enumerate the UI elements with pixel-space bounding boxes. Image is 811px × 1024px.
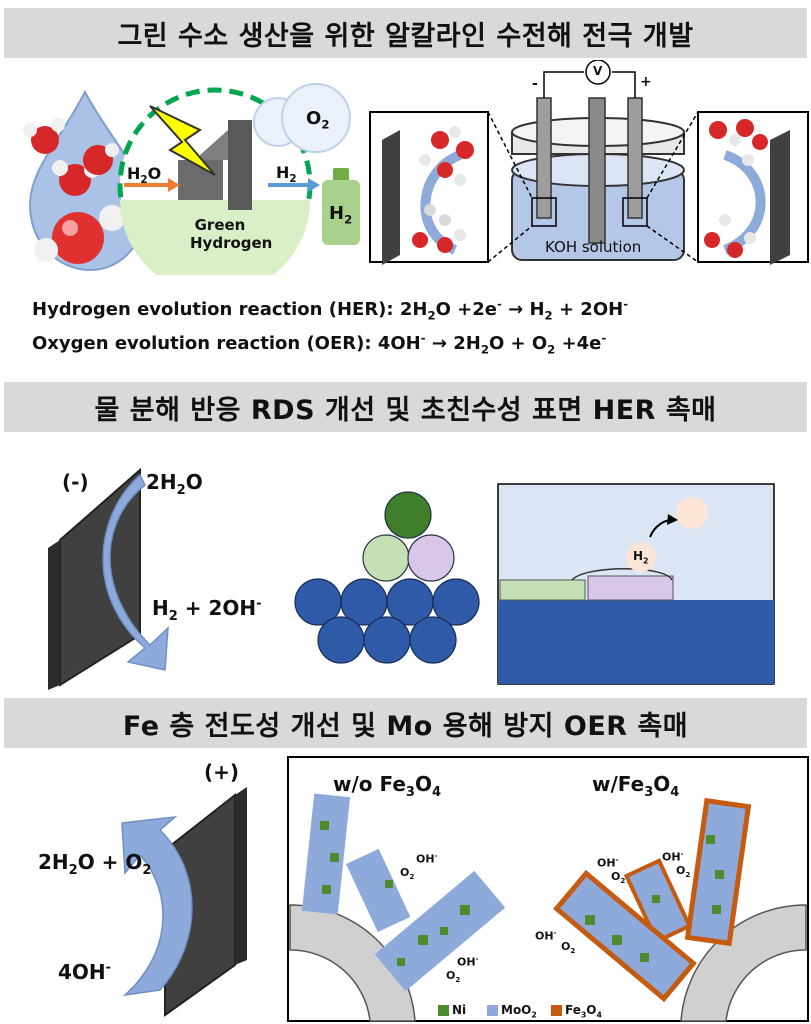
voltmeter-label: V [593,64,603,78]
uncoated-rods [301,793,506,992]
plus-terminal: + [640,74,652,90]
legend-ni-label: Ni [452,1003,467,1017]
section1-title: 그린 수소 생산을 위한 알칼라인 수전해 전극 개발 [4,8,807,58]
cathode-sign: (-) [62,470,89,494]
oh-label: OH- [457,954,479,969]
water-droplet-icon [23,89,147,272]
oh-label: OH- [662,849,684,864]
bottle-label: H2 [329,203,353,227]
green-hydrogen-illustration [23,60,809,275]
voltmeter-icon [585,60,611,85]
h2-arrow-label: H2 [276,163,297,186]
catalyst-atom-pyramid [294,491,480,664]
oh-label: OH- [416,851,438,866]
o2-label: O2 [611,870,626,886]
lightning-icon [149,105,216,176]
electrolyte-label: KOH solution [545,238,642,256]
her-equation: Hydrogen evolution reaction (HER): 2H2O … [32,297,629,323]
panel-without-fe3o4: w/o Fe3O4 [333,772,442,800]
minus-terminal: - [532,76,538,92]
o2-label: O2 [446,969,461,985]
electrolyzer-cell [511,60,685,261]
legend-moo2-swatch [487,1005,498,1016]
oh-label: OH- [535,928,557,943]
factory-icon [178,120,252,210]
oh-label: OH- [597,855,619,870]
o2-label: O2 [676,864,691,880]
legend-ni-swatch [438,1005,449,1016]
h2o-label: H2O [127,164,162,187]
her-product: H2 + 2OH- [152,596,262,624]
her-curved-arrow [102,473,169,671]
oer-reactant: 4OH- [58,960,112,984]
legend-moo2-label: MoO2 [501,1003,537,1020]
oer-illustration [121,756,809,1022]
o2-label: O2 [400,866,415,882]
released-h2-bubble [676,497,708,529]
oer-curved-arrow [121,815,193,997]
oer-product: 2H2O + O2 [38,850,152,878]
right-substrate [680,904,807,1022]
panel-with-fe3o4: w/Fe3O4 [592,772,680,800]
h2-bubble [626,542,656,572]
coated-rods [553,797,752,1003]
oer-equation: Oxygen evolution reaction (OER): 4OH- → … [32,331,607,357]
legend-fe3o4-label: Fe3O4 [565,1003,602,1020]
o2-bubble [281,83,351,153]
superhydrophilic-surface-panel [497,483,775,685]
anode-sign: (+) [204,760,240,784]
section3-title: Fe 층 전도성 개선 및 Mo 용해 방지 OER 촉매 [4,698,807,748]
her-illustration [48,467,775,690]
h2-bubble-label: H2 [633,549,649,566]
section2-title: 물 분해 반응 RDS 개선 및 초친수성 표면 HER 촉매 [4,382,807,432]
legend-fe3o4-swatch [551,1005,562,1016]
her-reactant: 2H2O [146,470,203,498]
left-substrate [289,904,416,1022]
h2-bottle-icon [322,168,360,245]
o2-label: O2 [306,108,330,132]
o2-label: O2 [561,940,576,956]
